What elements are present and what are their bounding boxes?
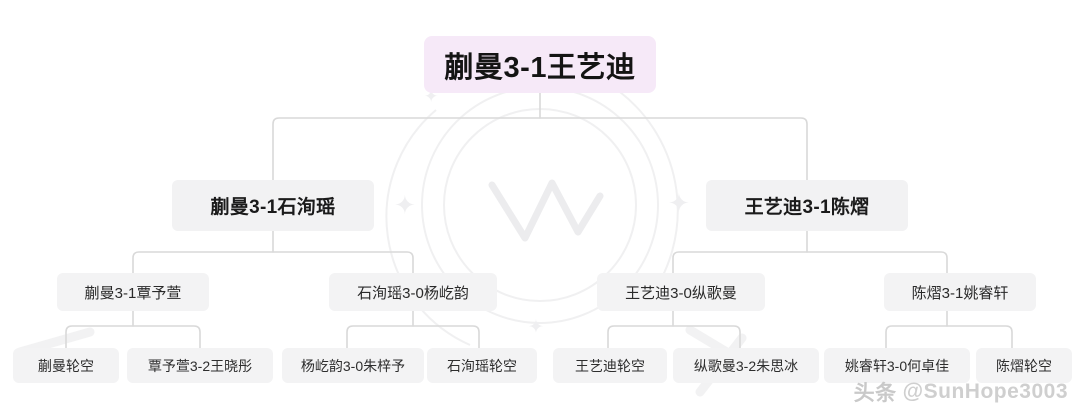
bracket-node-r16-5[interactable]: 王艺迪轮空 (553, 348, 667, 383)
bracket-node-quarterfinal-2[interactable]: 石洵瑶3-0杨屹韵 (329, 273, 497, 311)
sparkle-icon-center: ✦ (528, 317, 544, 338)
bracket-node-r16-2[interactable]: 覃予萱3-2王晓彤 (127, 348, 273, 383)
sparkle-icon-left: ✦ (394, 190, 416, 220)
bracket-node-r16-7[interactable]: 姚睿轩3-0何卓佳 (824, 348, 970, 383)
bracket-node-r16-4[interactable]: 石洵瑶轮空 (427, 348, 537, 383)
bracket-node-r16-6[interactable]: 纵歌曼3-2朱思冰 (673, 348, 819, 383)
bracket-node-quarterfinal-3[interactable]: 王艺迪3-0纵歌曼 (597, 273, 765, 311)
sparkle-icon-right: ✦ (668, 188, 690, 218)
bracket-node-semifinal-2[interactable]: 王艺迪3-1陈熠 (706, 180, 908, 231)
bracket-node-quarterfinal-1[interactable]: 蒯曼3-1覃予萱 (57, 273, 209, 311)
bracket-node-r16-3[interactable]: 杨屹韵3-0朱梓予 (282, 348, 424, 383)
bracket-node-r16-8[interactable]: 陈熠轮空 (976, 348, 1072, 383)
bracket-node-semifinal-1[interactable]: 蒯曼3-1石洵瑶 (172, 180, 374, 231)
bracket-node-r16-1[interactable]: 蒯曼轮空 (13, 348, 119, 383)
watermark-brand: 头条 (853, 382, 897, 405)
watermark: 头条 @SunHope3003 (854, 377, 1068, 407)
bracket-node-champion[interactable]: 蒯曼3-1王艺迪 (424, 36, 656, 93)
bracket-node-quarterfinal-4[interactable]: 陈熠3-1姚睿轩 (884, 273, 1036, 311)
watermark-handle: @SunHope3003 (902, 380, 1068, 403)
